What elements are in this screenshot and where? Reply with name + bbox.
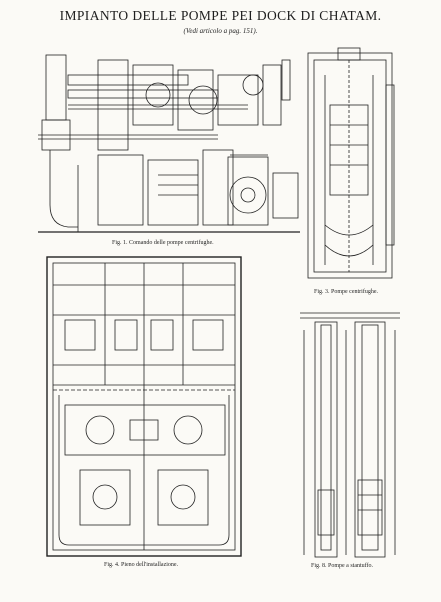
figure-8-caption: Fig. 8. Pompe a stantuffo. <box>311 563 374 569</box>
figure-4-drawing <box>46 256 242 557</box>
figure-3-caption: Fig. 3. Pompe centrifughe. <box>314 289 378 295</box>
plate-subtitle: (Vedi articolo a pag. 151). <box>183 27 258 35</box>
figure-3-drawing <box>307 47 395 279</box>
figure-1-drawing <box>38 54 300 233</box>
figure-4-caption: Fig. 4. Pieno dell'installazione. <box>104 562 179 568</box>
plate-title: IMPIANTO DELLE POMPE PEI DOCK DI CHATAM. <box>59 8 382 23</box>
figure-8-drawing <box>300 312 400 558</box>
figure-1-caption: Fig. 1. Comando delle pompe centrifughe. <box>112 240 214 246</box>
